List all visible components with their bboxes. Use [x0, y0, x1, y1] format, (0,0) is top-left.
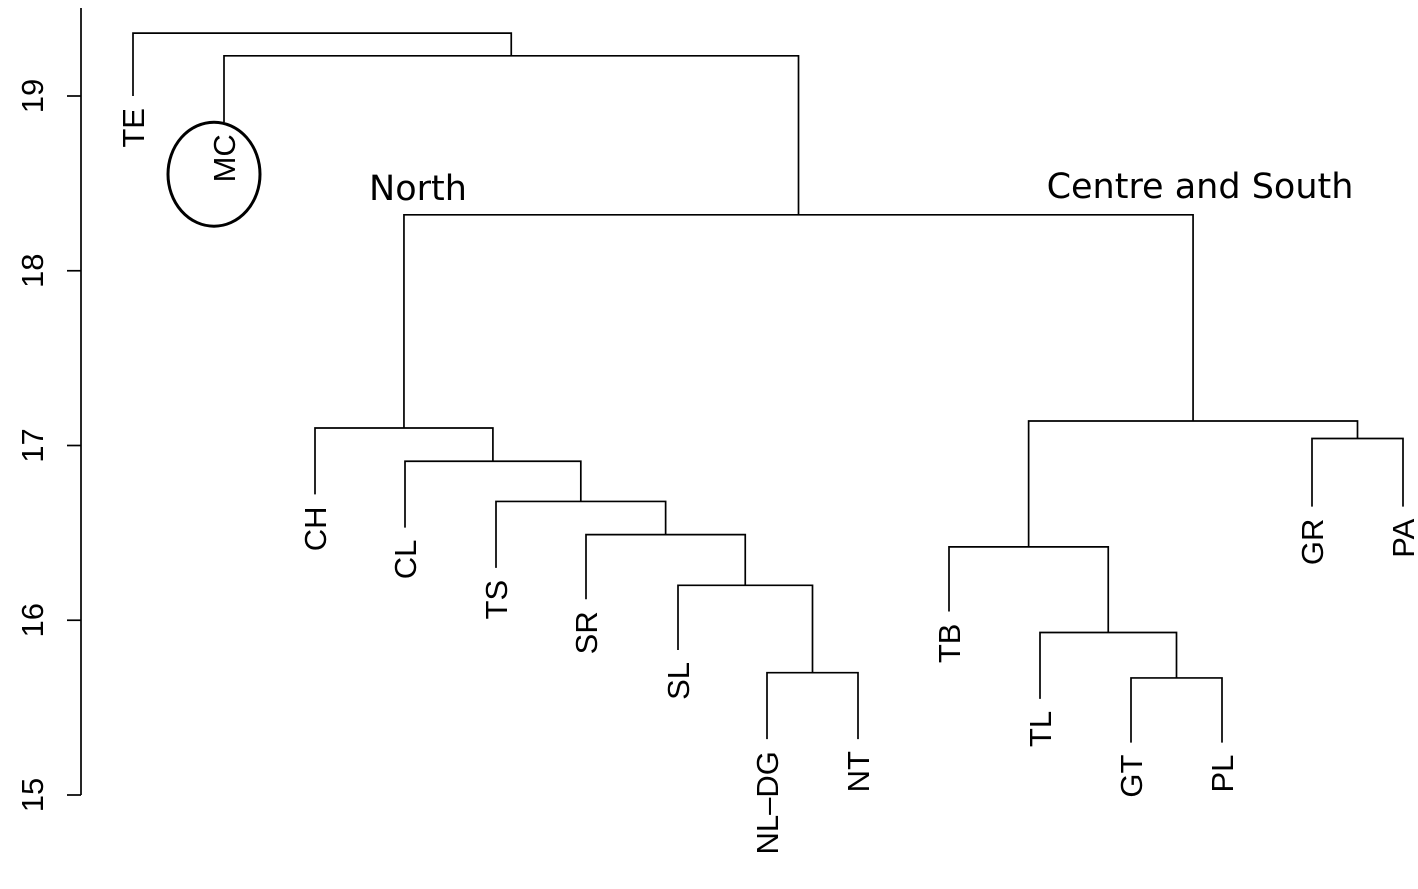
dendrogram-branches — [132, 32, 1404, 743]
leaf-label-sl: SL — [661, 662, 696, 700]
leaf-label-gr: GR — [1295, 519, 1330, 566]
leaf-label-tl: TL — [1023, 711, 1058, 747]
leaf-label-mc: MC — [207, 134, 242, 182]
y-tick-label: 18 — [15, 254, 50, 288]
branch-m_tb — [948, 546, 1110, 633]
leaf-label-nldg: NL–DG — [750, 751, 785, 854]
leaf-label-te: TE — [116, 108, 151, 148]
leaf-labels: TE MC CH CL TS SR SL NL–DG NT TB TL GT PL GR PA — [116, 108, 1418, 854]
leaf-label-pa: PA — [1386, 518, 1418, 557]
group-label-m_cs: Centre and South — [1047, 167, 1354, 207]
y-tick-label: 16 — [15, 603, 50, 637]
branch-m_root — [132, 32, 513, 96]
leaf-label-sr: SR — [569, 611, 604, 654]
leaf-label-cl: CL — [388, 540, 423, 580]
leaf-label-pl: PL — [1205, 755, 1240, 793]
branch-m_mc — [223, 54, 800, 215]
leaf-label-tb: TB — [932, 624, 967, 664]
leaf-label-ts: TS — [479, 580, 514, 620]
leaf-label-ch: CH — [298, 506, 333, 551]
y-tick-label: 19 — [15, 79, 50, 113]
branch-m_cl — [404, 460, 582, 528]
y-tick-label: 17 — [15, 428, 50, 462]
branch-m_tl — [1039, 631, 1178, 699]
leaf-label-nt: NT — [841, 751, 876, 792]
y-tick-label: 15 — [15, 778, 50, 812]
branch-m_main — [403, 213, 1194, 429]
highlight-circle — [166, 120, 262, 228]
group-labels: North Centre and South — [369, 167, 1353, 209]
y-axis: 15 16 17 18 19 — [15, 8, 82, 812]
branch-m_nl_nt — [766, 671, 859, 740]
group-label-m_north: North — [369, 169, 467, 209]
leaf-label-gt: GT — [1114, 755, 1149, 798]
branch-m_gr_pa — [1311, 437, 1404, 507]
branch-m_gt_pl — [1130, 677, 1223, 743]
branch-m_sr — [585, 533, 747, 600]
branch-m_sl — [677, 584, 814, 673]
